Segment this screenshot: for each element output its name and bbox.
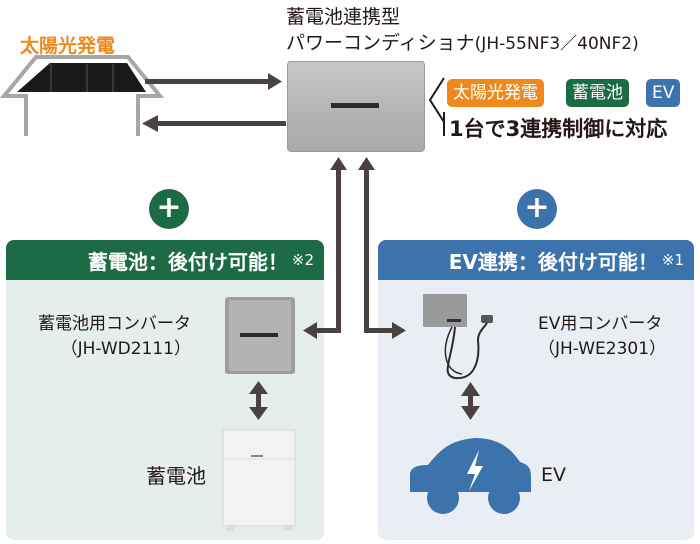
plus-icon-battery: + — [149, 189, 189, 229]
battery-converter-name: 蓄電池用コンバータ — [38, 314, 191, 334]
battery-label: 蓄電池 — [146, 464, 206, 488]
ev-panel-title: EV連携：後付け可能！ — [448, 250, 658, 274]
badge-solar: 太陽光発電 — [447, 79, 544, 107]
power-conditioner-logo — [331, 103, 379, 108]
power-conditioner-title: 蓄電池連携型 パワーコンディショナ(JH-55NF3／40NF2) — [286, 4, 639, 57]
power-conditioner-title-line1: 蓄電池連携型 — [286, 6, 401, 28]
battery-panel: 蓄電池：後付け可能！※2 — [6, 240, 324, 540]
battery-panel-note: ※2 — [291, 251, 314, 269]
ev-car-icon — [410, 438, 531, 514]
ev-converter-label: EV用コンバータ （JH-WE2301） — [538, 312, 666, 362]
tagline: 1台で3連携制御に対応 — [449, 117, 668, 141]
battery-converter-icon — [225, 297, 295, 374]
solar-to-pcs-arrow — [145, 73, 282, 90]
ev-converter-model: （JH-WE2301） — [538, 339, 667, 359]
badge-battery: 蓄電池 — [566, 79, 629, 107]
house-icon — [0, 55, 165, 136]
ev-converter-icon — [423, 294, 493, 380]
lightning-icon — [467, 450, 483, 491]
ev-converter-name: EV用コンバータ — [538, 314, 663, 334]
ev-converter-ev-arrow — [461, 382, 480, 420]
pcs-to-house-arrow — [142, 115, 286, 132]
pcs-ev-converter-arrow — [358, 157, 406, 339]
brace-icon — [428, 77, 445, 136]
ev-label: EV — [541, 464, 567, 486]
power-conditioner-title-line2: パワーコンディショナ — [286, 32, 475, 54]
pcs-battery-converter-arrow — [303, 157, 347, 339]
battery-converter-label: 蓄電池用コンバータ （JH-WD2111） — [38, 312, 191, 362]
ev-panel-header: EV連携：後付け可能！※1 — [378, 240, 694, 280]
ev-panel-note: ※1 — [661, 251, 684, 269]
solar-panel-icon — [17, 63, 146, 92]
solar-title: 太陽光発電 — [20, 35, 116, 57]
power-conditioner-model: (JH-55NF3／40NF2) — [474, 34, 639, 54]
badge-ev: EV — [646, 79, 681, 107]
battery-unit-icon — [222, 429, 296, 531]
battery-converter-model: （JH-WD2111） — [60, 339, 191, 359]
plus-icon-ev: + — [517, 189, 557, 229]
battery-panel-header: 蓄電池：後付け可能！※2 — [6, 240, 324, 280]
battery-panel-title: 蓄電池：後付け可能！ — [87, 250, 288, 274]
battery-converter-battery-arrow — [249, 381, 268, 420]
